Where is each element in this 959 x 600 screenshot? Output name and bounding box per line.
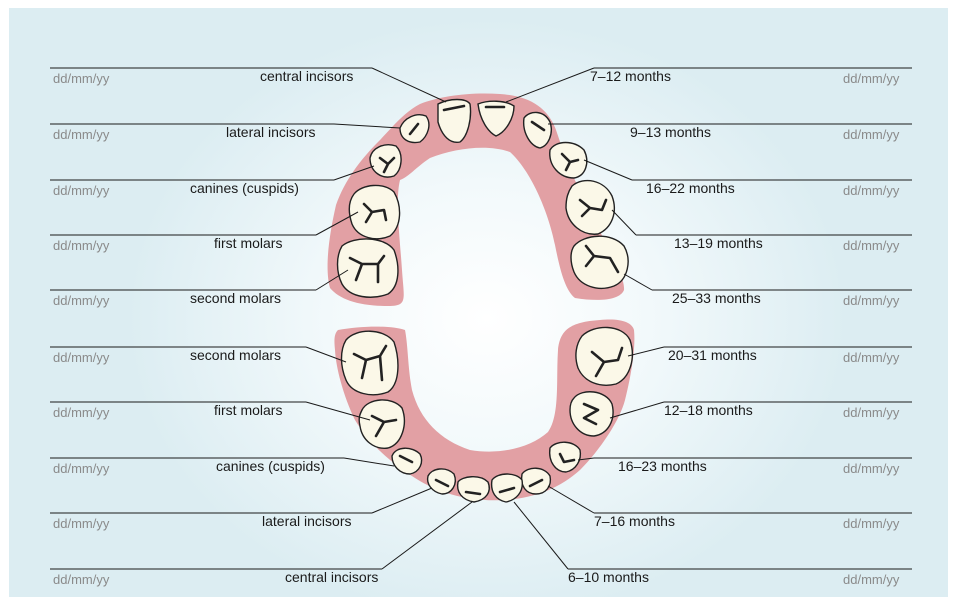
tooth-lower-lateral-right — [522, 468, 551, 494]
date-field-lower-right-3[interactable]: dd/mm/yy — [843, 461, 899, 476]
label-upper-second-molar-age: 25–33 months — [672, 290, 761, 306]
label-lower-central-incisors: central incisors — [285, 569, 378, 585]
label-upper-first-molar-age: 13–19 months — [674, 235, 763, 251]
date-field-upper-right-4[interactable]: dd/mm/yy — [843, 238, 899, 253]
label-lower-second-molars: second molars — [190, 347, 281, 363]
tooth-upper-second-molar-left — [338, 239, 398, 297]
tooth-lower-second-molar-right — [576, 327, 632, 385]
date-field-upper-left-2[interactable]: dd/mm/yy — [53, 127, 109, 142]
label-upper-central-incisors: central incisors — [260, 68, 353, 84]
date-field-lower-right-1[interactable]: dd/mm/yy — [843, 350, 899, 365]
label-upper-central-age: 7–12 months — [590, 68, 671, 84]
date-field-lower-left-3[interactable]: dd/mm/yy — [53, 461, 109, 476]
label-upper-canines: canines (cuspids) — [190, 180, 299, 196]
date-field-lower-left-1[interactable]: dd/mm/yy — [53, 350, 109, 365]
date-field-lower-right-4[interactable]: dd/mm/yy — [843, 516, 899, 531]
tooth-upper-second-molar-right — [571, 236, 628, 288]
label-upper-first-molars: first molars — [214, 235, 282, 251]
tooth-upper-first-molar-left — [349, 185, 399, 238]
date-field-lower-right-2[interactable]: dd/mm/yy — [843, 405, 899, 420]
date-field-upper-left-3[interactable]: dd/mm/yy — [53, 183, 109, 198]
tooth-lower-central-left — [458, 477, 490, 502]
label-lower-first-molar-age: 12–18 months — [664, 402, 753, 418]
label-upper-second-molars: second molars — [190, 290, 281, 306]
label-upper-lateral-age: 9–13 months — [630, 124, 711, 140]
label-lower-first-molars: first molars — [214, 402, 282, 418]
date-field-upper-right-3[interactable]: dd/mm/yy — [843, 183, 899, 198]
tooth-lower-lateral-left — [428, 469, 456, 494]
date-field-lower-left-2[interactable]: dd/mm/yy — [53, 405, 109, 420]
label-lower-canines: canines (cuspids) — [216, 458, 325, 474]
date-field-upper-right-2[interactable]: dd/mm/yy — [843, 127, 899, 142]
tooth-upper-canine-left — [370, 145, 401, 177]
label-upper-lateral-incisors: lateral incisors — [226, 124, 315, 140]
date-field-upper-left-1[interactable]: dd/mm/yy — [53, 71, 109, 86]
tooth-lower-canine-left — [392, 448, 422, 474]
label-upper-canine-age: 16–22 months — [646, 180, 735, 196]
tooth-lower-first-molar-left — [359, 400, 404, 448]
date-field-upper-right-5[interactable]: dd/mm/yy — [843, 293, 899, 308]
tooth-lower-second-molar-left — [342, 331, 398, 394]
label-lower-lateral-age: 7–16 months — [594, 513, 675, 529]
label-lower-central-age: 6–10 months — [568, 569, 649, 585]
label-lower-second-molar-age: 20–31 months — [668, 347, 757, 363]
date-field-upper-right-1[interactable]: dd/mm/yy — [843, 71, 899, 86]
label-lower-lateral-incisors: lateral incisors — [262, 513, 351, 529]
date-field-lower-right-5[interactable]: dd/mm/yy — [843, 572, 899, 587]
label-lower-canine-age: 16–23 months — [618, 458, 707, 474]
date-field-lower-left-4[interactable]: dd/mm/yy — [53, 516, 109, 531]
date-field-lower-left-5[interactable]: dd/mm/yy — [53, 572, 109, 587]
date-field-upper-left-4[interactable]: dd/mm/yy — [53, 238, 109, 253]
date-field-upper-left-5[interactable]: dd/mm/yy — [53, 293, 109, 308]
